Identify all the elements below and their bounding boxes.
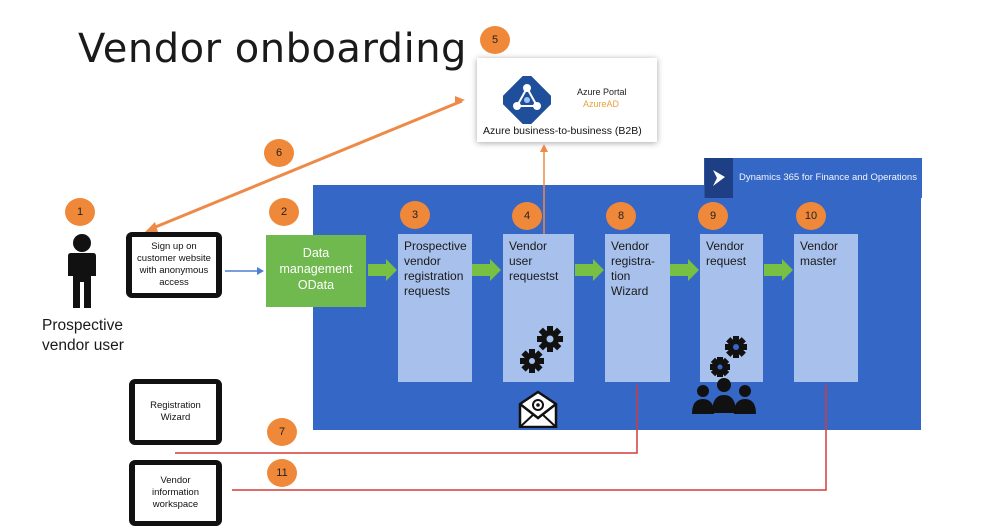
red-connector-master (232, 385, 827, 491)
arrowhead-to-signup (145, 222, 158, 232)
red-connector-wizard (175, 385, 638, 454)
arrowhead-to-b2b (455, 96, 465, 104)
dynamics-logo-icon (705, 158, 733, 198)
vendor-request-column: Vendor request (700, 234, 763, 382)
azure-ad-label: AzureAD (583, 99, 620, 109)
vendor-registration-wizard-column: Vendor registra- tion Wizard (605, 234, 670, 382)
dynamics-header: Dynamics 365 for Finance and Operations (704, 158, 922, 198)
badge-6: 6 (264, 139, 294, 167)
prospective-requests-column: Prospective vendor registration requests (398, 234, 472, 382)
people-gear-icon (692, 336, 756, 414)
green-arrows (368, 259, 793, 281)
vendor-master-column: Vendor master (794, 234, 858, 382)
badge-7: 7 (267, 418, 297, 446)
badge-5: 5 (480, 26, 510, 54)
vendor-workspace-screen: Vendor information workspace (135, 465, 216, 521)
vendor-workspace-tablet: Vendor information workspace (129, 460, 222, 526)
badge-2: 2 (269, 198, 299, 226)
gears-icon (520, 326, 563, 373)
badge-1: 1 (65, 198, 95, 226)
azure-b2b-card: Azure Portal AzureAD Azure business-to-b… (477, 58, 657, 142)
prospective-vendor-user-label: Prospective vendor user (42, 317, 124, 354)
registration-wizard-screen: Registration Wizard (135, 384, 216, 440)
person-icon (68, 234, 96, 308)
data-management-box: Data management OData (266, 235, 366, 307)
badge-8: 8 (606, 202, 636, 230)
azure-ad-icon (503, 76, 551, 124)
badge-3: 3 (400, 201, 430, 229)
badge-4: 4 (512, 202, 542, 230)
registration-wizard-tablet: Registration Wizard (129, 379, 222, 445)
signup-screen: Sign up on customer website with anonymo… (132, 237, 216, 293)
badge-11: 11 (267, 459, 297, 487)
dynamics-label: Dynamics 365 for Finance and Operations (739, 172, 917, 183)
badge-9: 9 (698, 202, 728, 230)
email-icon (518, 390, 558, 428)
azure-portal-label: Azure Portal (577, 87, 627, 97)
orange-connector-b2b (152, 99, 463, 230)
page-title: Vendor onboarding (78, 26, 467, 72)
azure-b2b-caption: Azure business-to-business (B2B) (483, 125, 642, 137)
signup-tablet: Sign up on customer website with anonymo… (126, 232, 222, 298)
badge-10: 10 (796, 202, 826, 230)
